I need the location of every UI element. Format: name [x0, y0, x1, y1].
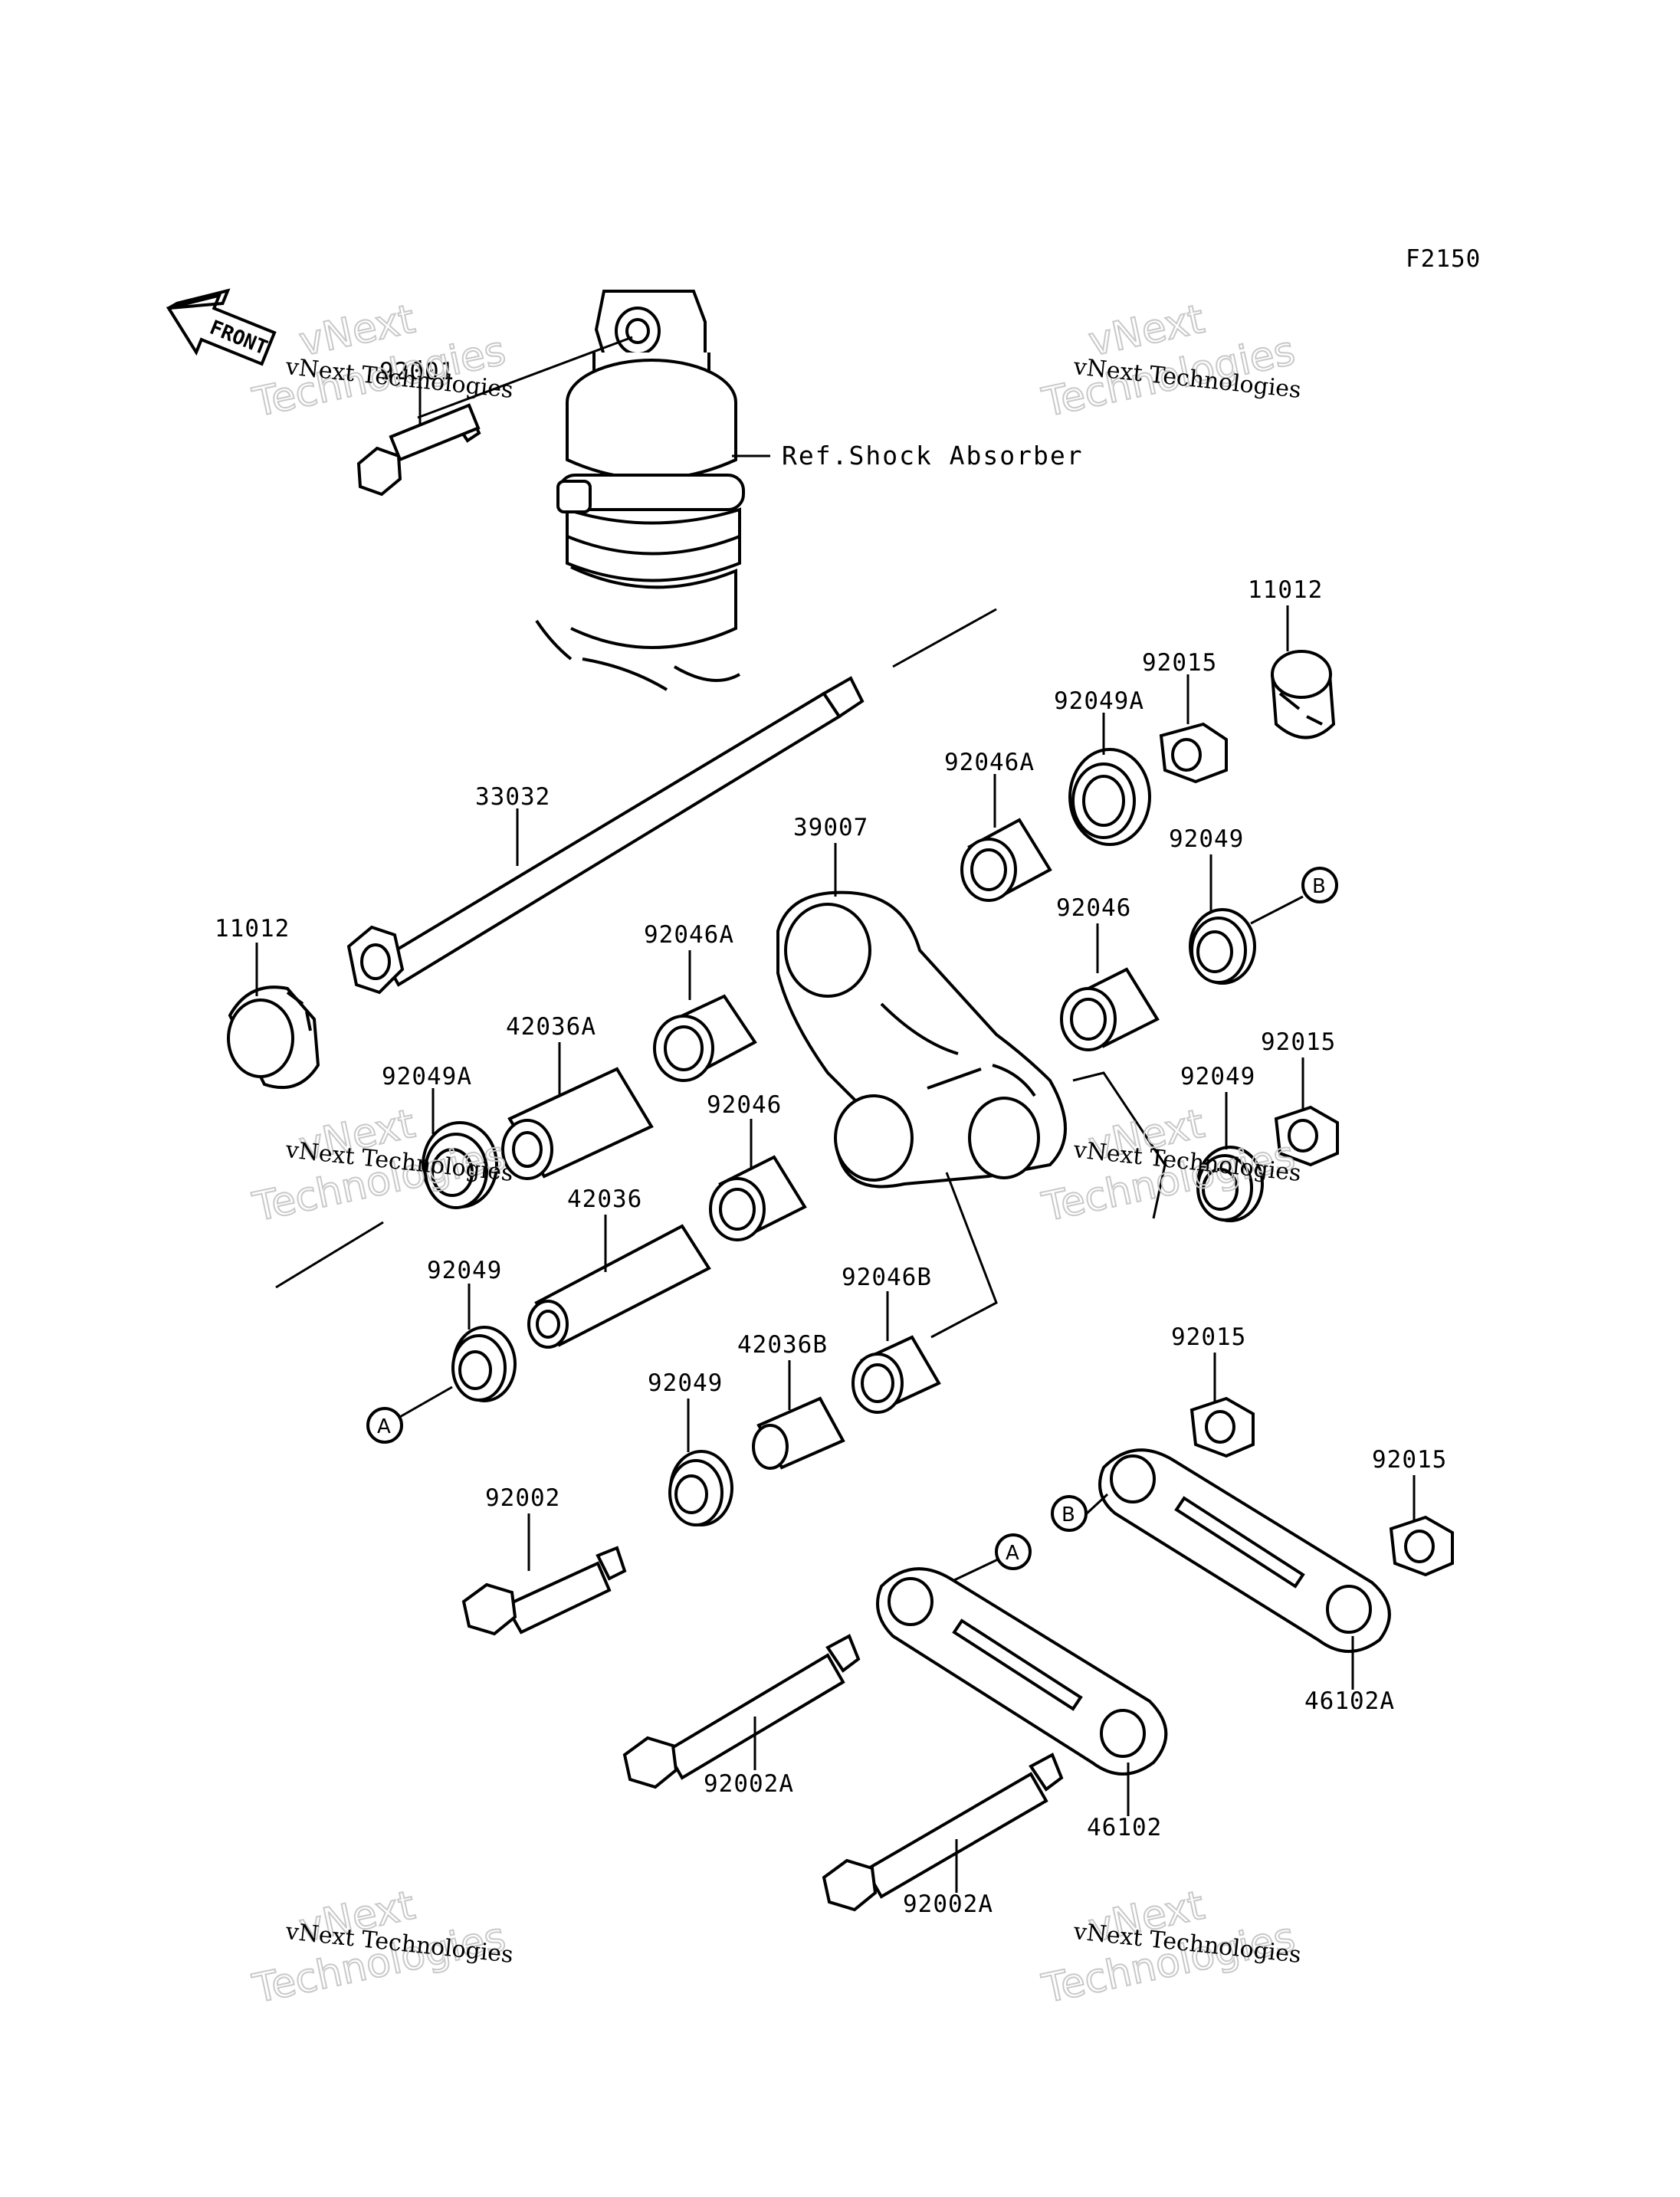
- sleeve-42036: [527, 1224, 711, 1349]
- collar-92049-left: [451, 1326, 517, 1402]
- bearing-92046-right: [1060, 967, 1160, 1051]
- label-33032: 33032: [475, 783, 550, 811]
- connector-a-lower-label: A: [1006, 1542, 1019, 1565]
- ref-shock-absorber-note: Ref.Shock Absorber: [782, 441, 1084, 471]
- label-92046-mid: 92046: [707, 1091, 782, 1119]
- label-42036A: 42036A: [506, 1013, 596, 1041]
- cap-11012-left: [227, 985, 320, 1090]
- bearing-92046A-mid: [653, 994, 757, 1082]
- connector-a-lower: [995, 1533, 1032, 1570]
- label-11012-left: 11012: [215, 915, 290, 943]
- label-92015-far: 92015: [1372, 1446, 1447, 1474]
- front-arrow-icon: FRONT: [166, 288, 277, 366]
- bolt-92002A-2: [822, 1753, 1064, 1912]
- label-92049-low: 92049: [648, 1369, 723, 1397]
- connector-a-left-label: A: [377, 1415, 391, 1438]
- connector-b-lower: [1051, 1495, 1088, 1532]
- shock-absorber: [535, 290, 770, 691]
- label-46102: 46102: [1087, 1814, 1162, 1841]
- nut-92015-low: [1189, 1396, 1255, 1458]
- label-42036: 42036: [567, 1185, 642, 1213]
- link-46102A: [1098, 1448, 1391, 1653]
- label-92002A-2: 92002A: [903, 1890, 993, 1918]
- watermark-2: vNext Technologies: [1038, 296, 1300, 428]
- sleeve-42036B: [752, 1396, 845, 1470]
- bolt-92002A-1: [622, 1634, 861, 1789]
- rocker-arm-39007: [776, 890, 1067, 1189]
- bearing-92046A-top: [960, 818, 1052, 902]
- nut-92015-right: [1274, 1105, 1339, 1167]
- label-92002A-1: 92002A: [704, 1770, 794, 1798]
- label-39007: 39007: [793, 814, 868, 841]
- label-92046A-mid: 92046A: [644, 921, 734, 949]
- collar-92049-right-2: [1196, 1146, 1264, 1222]
- collar-92049A-top: [1068, 748, 1151, 846]
- label-92049A-left: 92049A: [382, 1063, 472, 1090]
- label-46102A: 46102A: [1304, 1687, 1395, 1715]
- label-42036B: 42036B: [737, 1331, 828, 1359]
- label-92046-right: 92046: [1056, 894, 1131, 922]
- connector-a-left: [366, 1407, 403, 1444]
- collar-92049A-left: [422, 1121, 498, 1209]
- label-92015-right: 92015: [1261, 1028, 1336, 1056]
- collar-92049-low: [668, 1450, 733, 1526]
- nut-92015-top: [1159, 722, 1228, 784]
- nut-92015-far: [1389, 1515, 1454, 1577]
- label-11012-top: 11012: [1248, 576, 1323, 604]
- link-46102: [876, 1567, 1168, 1776]
- diagram-code: F2150: [1406, 245, 1481, 273]
- bolt-92002: [461, 1546, 627, 1636]
- collar-92049-right-1: [1189, 908, 1256, 985]
- label-92049-right-2: 92049: [1180, 1063, 1255, 1090]
- connector-b-lower-label: B: [1061, 1503, 1075, 1526]
- shaft-33032: [346, 676, 865, 995]
- label-92046A-top: 92046A: [944, 749, 1035, 776]
- sleeve-42036A: [501, 1067, 654, 1180]
- label-92002: 92002: [485, 1484, 560, 1512]
- cap-11012-top: [1270, 650, 1336, 739]
- connector-b-upper: [1301, 867, 1338, 903]
- bearing-92046-mid: [709, 1155, 807, 1241]
- label-92049-left: 92049: [427, 1257, 502, 1284]
- label-92049-right-1: 92049: [1169, 825, 1244, 853]
- connector-b-upper-label: B: [1312, 875, 1326, 898]
- label-92015-top: 92015: [1142, 649, 1217, 677]
- label-92046B: 92046B: [842, 1264, 932, 1291]
- bolt-92001: [356, 336, 633, 497]
- bearing-92046B: [851, 1335, 941, 1414]
- label-92049A-top: 92049A: [1054, 687, 1144, 715]
- label-92001: 92001: [379, 358, 454, 385]
- label-92015-low: 92015: [1171, 1323, 1246, 1351]
